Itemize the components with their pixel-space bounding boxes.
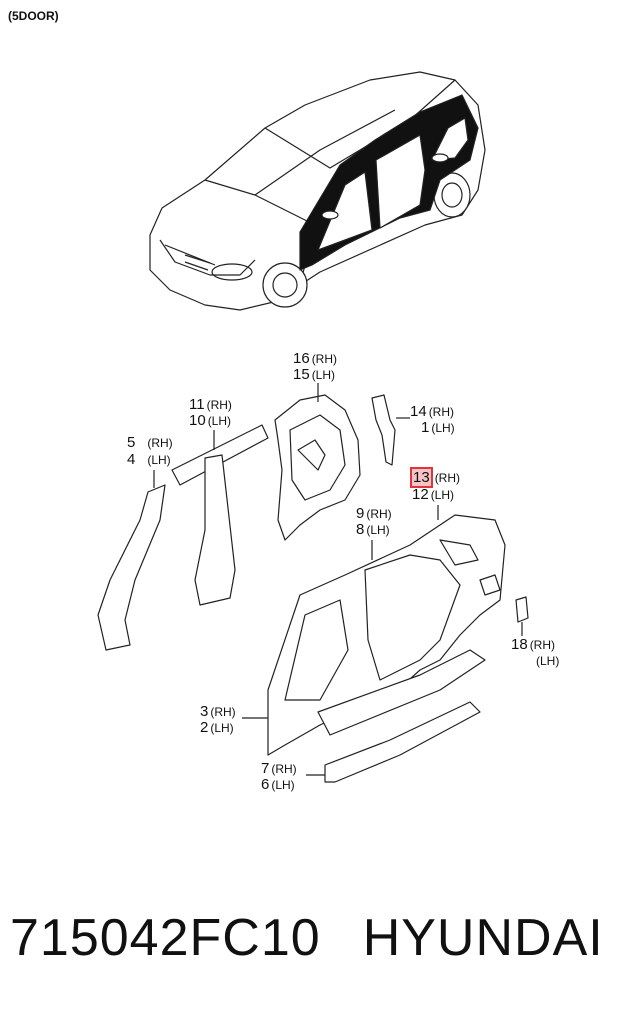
callout-number: 15 — [293, 366, 310, 383]
callout-12: 12(LH) — [412, 486, 454, 503]
callout-side: (RH) — [428, 405, 455, 419]
callout-side: (RH) — [206, 398, 232, 412]
callout-side: (LH) — [207, 414, 232, 428]
callout-number: 18 — [511, 636, 528, 653]
callout-number: 3 — [200, 703, 209, 720]
footer-caption: 715042FC10 HYUNDAI — [10, 908, 604, 968]
callout-18-lh: (LH) — [534, 652, 559, 669]
callout-8: 8(LH) — [356, 521, 390, 538]
callout-number: 8 — [356, 521, 365, 538]
callout-13[interactable]: 13(RH) — [410, 467, 461, 488]
callout-number: 5 — [127, 434, 136, 451]
diagram-variant-label: (5DOOR) — [8, 9, 59, 23]
callout-number: 4 — [127, 451, 136, 468]
callout-5: 5 (RH) — [127, 434, 173, 451]
callout-number: 2 — [200, 719, 209, 736]
callout-number: 1 — [421, 419, 430, 436]
callout-number: 16 — [293, 350, 310, 367]
callout-number-highlighted[interactable]: 13 — [410, 467, 433, 488]
callout-number: 10 — [189, 412, 206, 429]
callout-side: (LH) — [271, 778, 295, 792]
callout-number: 9 — [356, 505, 365, 522]
callout-4: 4 (LH) — [127, 451, 171, 468]
part-side-sill — [306, 701, 481, 783]
callout-number: 14 — [410, 403, 427, 420]
callout-side: (LH) — [431, 421, 455, 435]
callout-number: 7 — [261, 760, 270, 777]
callout-10: 10(LH) — [189, 412, 231, 429]
callout-15: 15(LH) — [293, 366, 335, 383]
part-inner-quarter-panel — [274, 383, 361, 541]
callout-side: (RH) — [210, 705, 236, 719]
callout-side: (RH) — [311, 352, 338, 366]
callout-3: 3(RH) — [200, 703, 236, 720]
brand-name: HYUNDAI — [362, 909, 604, 967]
callout-side: (RH) — [366, 507, 392, 521]
callout-side: (RH) — [147, 436, 173, 450]
callout-1: 1(LH) — [421, 419, 455, 436]
car-illustration — [149, 71, 486, 311]
callout-number: 12 — [412, 486, 429, 503]
callout-side: (LH) — [536, 654, 560, 668]
callout-side: (LH) — [210, 721, 234, 735]
callout-6: 6(LH) — [261, 776, 295, 793]
callout-11: 11(RH) — [189, 396, 232, 413]
callout-number: 11 — [189, 396, 205, 413]
callout-14: 14(RH) — [410, 403, 454, 420]
part-number: 715042FC10 — [10, 909, 321, 967]
callout-2: 2(LH) — [200, 719, 234, 736]
callout-number: 6 — [261, 776, 270, 793]
part-side-outer-panel — [267, 505, 506, 756]
callout-side: (RH) — [271, 762, 297, 776]
callout-side: (LH) — [366, 523, 390, 537]
callout-16: 16(RH) — [293, 350, 337, 367]
callout-side: (LH) — [311, 368, 336, 382]
part-small-bracket — [515, 596, 529, 636]
callout-side: (LH) — [147, 453, 171, 467]
part-front-pillar — [97, 470, 166, 651]
callout-9: 9(RH) — [356, 505, 392, 522]
callout-side: (RH) — [434, 471, 461, 485]
callout-7: 7(RH) — [261, 760, 297, 777]
callout-side: (LH) — [430, 488, 455, 502]
part-bracket — [371, 394, 410, 466]
part-center-pillar — [171, 424, 269, 606]
callout-18: 18(RH) — [511, 636, 555, 653]
callout-side: (RH) — [529, 638, 556, 652]
